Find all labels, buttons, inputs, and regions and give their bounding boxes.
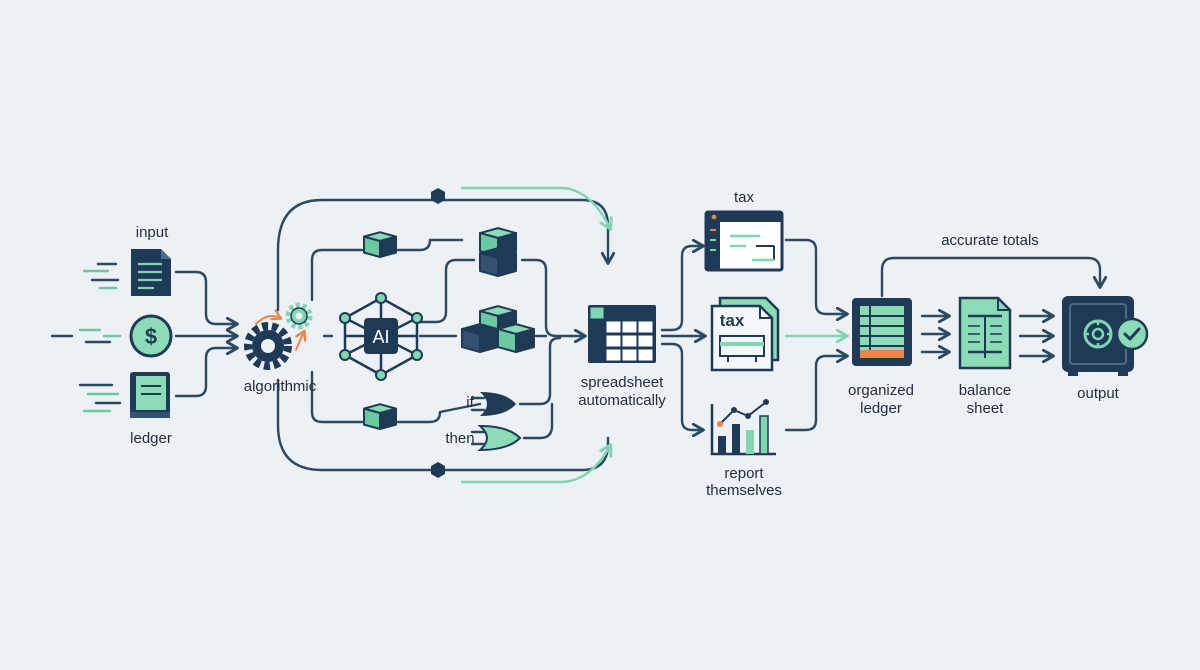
organized-label: organized	[848, 382, 914, 399]
cube-icon	[497, 323, 535, 353]
algorithmic-label: algorithmic	[243, 378, 317, 395]
ledger-output-label: ledger	[860, 400, 902, 417]
spreadsheet-label: spreadsheet	[580, 374, 664, 391]
document-icon	[131, 249, 171, 296]
sheet-label: sheet	[966, 400, 1004, 417]
document-icon	[710, 296, 780, 372]
safe-icon	[1062, 296, 1134, 376]
cube-icon	[363, 231, 397, 258]
cube-icon	[479, 247, 517, 277]
if-label: if	[466, 394, 474, 411]
logic-gate-icon	[470, 424, 522, 452]
gear-icon	[244, 322, 292, 370]
then-label: then	[445, 430, 475, 447]
spreadsheet-grid-icon	[588, 305, 656, 363]
balance-label: balance	[958, 382, 1012, 399]
gear-icon	[285, 302, 313, 330]
tax-top-label: tax	[733, 189, 754, 206]
ledger-input-label: ledger	[130, 430, 172, 447]
cube-group	[363, 227, 535, 430]
dollar-coin-icon: $	[129, 314, 173, 358]
cube-icon	[363, 403, 397, 430]
output-label: output	[1077, 385, 1119, 402]
themselves-label: themselves	[706, 482, 782, 499]
accurate-totals-label: accurate totals	[941, 232, 1039, 249]
cube-icon	[461, 323, 499, 353]
ai-label: AI	[372, 327, 389, 347]
tax-document-label: tax	[719, 311, 745, 330]
check-badge-icon	[1115, 317, 1149, 351]
document-icon	[958, 296, 1012, 370]
report-label: report	[724, 465, 764, 482]
ledger-book-icon	[852, 298, 912, 366]
ledger-book-icon	[130, 372, 170, 418]
input-motion-lines	[50, 262, 122, 413]
tax-window-icon	[704, 210, 784, 272]
report-bar-chart-icon	[710, 399, 776, 456]
automatically-label: automatically	[578, 392, 666, 409]
svg-text:$: $	[145, 324, 157, 349]
logic-gate-icon	[470, 392, 516, 416]
ai-network-icon	[339, 292, 423, 381]
input-label: input	[135, 224, 169, 241]
